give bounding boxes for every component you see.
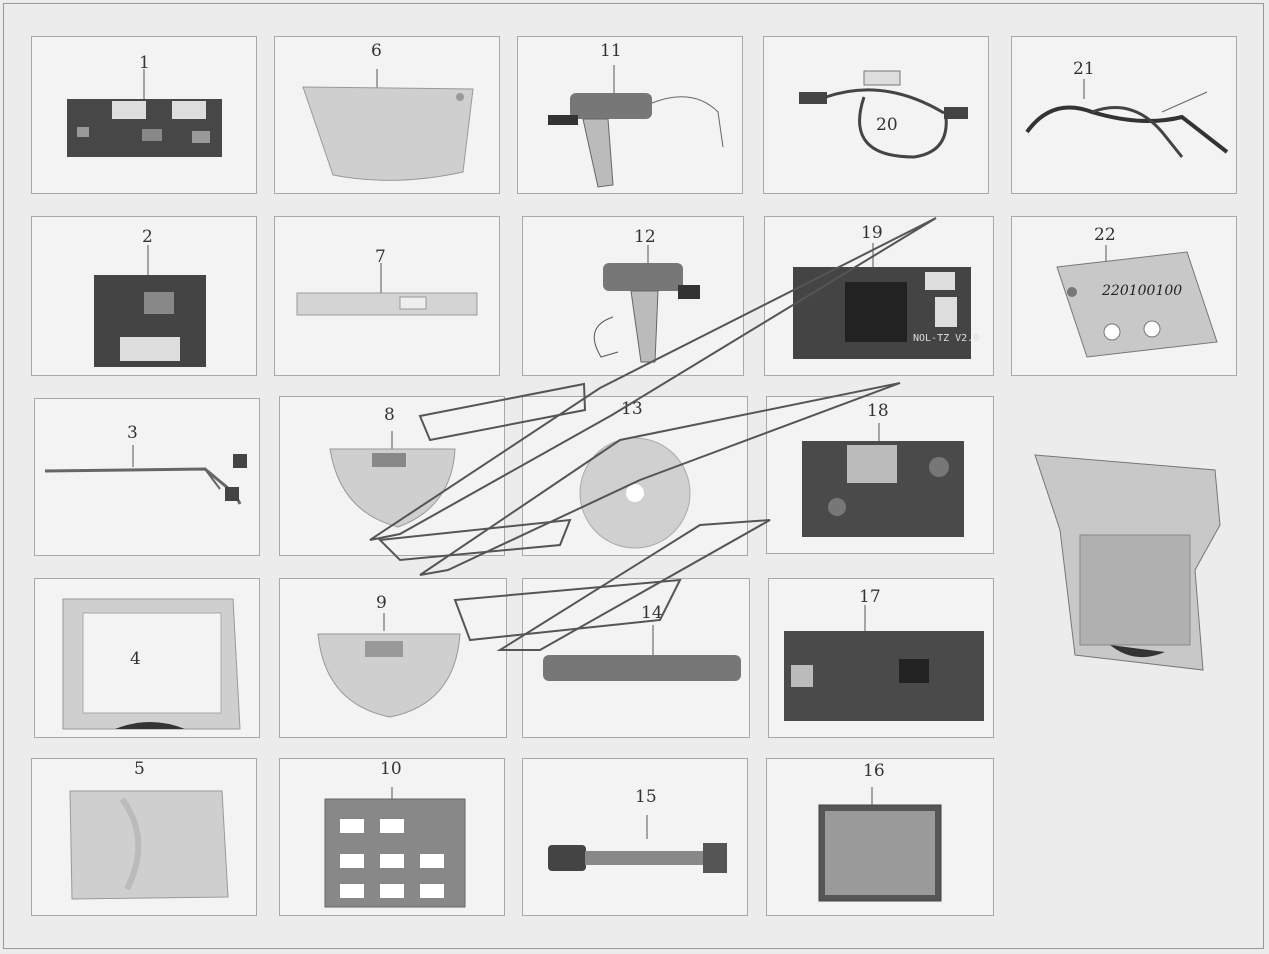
- part-cell-21: 21: [1011, 36, 1237, 194]
- board-marking: NOL-TZ V2.0: [913, 333, 980, 344]
- part-cell-9: 9: [279, 578, 507, 738]
- part-17-main-board: [784, 605, 984, 721]
- part-cell-6: 6: [274, 36, 500, 194]
- part-21-wire-harness: [1025, 79, 1229, 158]
- part-cell-4: 4: [34, 578, 260, 738]
- part-number: 3: [127, 423, 138, 443]
- part-13-disc: [579, 437, 691, 549]
- part-number: 11: [600, 41, 622, 61]
- part-cell-18: 18: [766, 396, 994, 554]
- part-22-mounting-plate: [1056, 245, 1218, 358]
- part-3-cable: [44, 445, 247, 505]
- part-number: 12: [634, 227, 656, 247]
- part-number: 22: [1094, 225, 1116, 245]
- part-number: 21: [1073, 59, 1095, 79]
- part-number: 19: [861, 223, 883, 243]
- part-cell-monitor: [1025, 440, 1240, 695]
- part-cell-1: 1: [31, 36, 257, 194]
- part-9-housing: [317, 613, 461, 718]
- part-cell-19: 19 NOL-TZ V2.0: [764, 216, 994, 376]
- part-15-shaft: [548, 815, 727, 873]
- part-cell-17: 17: [768, 578, 994, 738]
- part-6-cover-panel: [302, 69, 474, 181]
- part-cell-14: 14: [522, 578, 750, 738]
- part-number: 17: [859, 587, 881, 607]
- part-number: 16: [863, 761, 885, 781]
- part-16-lcd-panel: [818, 787, 942, 902]
- part-10-shield-plate: [324, 787, 466, 908]
- part-number: 13: [621, 399, 643, 419]
- part-cell-8: 8: [279, 396, 505, 556]
- assembled-monitor-illustration: [1034, 454, 1221, 671]
- part-cell-16: 16: [766, 758, 994, 916]
- part-number: 9: [376, 593, 387, 613]
- part-cell-11: 11: [517, 36, 743, 194]
- part-number: 2: [142, 227, 153, 247]
- part-cell-10: 10: [279, 758, 505, 916]
- part-cell-7: 7: [274, 216, 500, 376]
- part-number: 7: [375, 247, 386, 267]
- part-1-circuit-board: [67, 69, 222, 157]
- part-cell-20: 20: [763, 36, 989, 194]
- part-cell-5: 5: [31, 758, 257, 916]
- part-2-circuit-board: [94, 245, 206, 367]
- part-number: 4: [130, 649, 141, 669]
- diagram-frame: [3, 3, 1264, 949]
- part-cell-3: 3: [34, 398, 260, 556]
- part-number: 15: [635, 787, 657, 807]
- part-number: 8: [384, 405, 395, 425]
- part-cell-12: 12: [522, 216, 744, 376]
- part-number: 14: [641, 603, 663, 623]
- part-number: 18: [867, 401, 889, 421]
- part-number: 1: [139, 53, 150, 73]
- part-number: 5: [134, 759, 145, 779]
- plate-marking: 220100100: [1102, 283, 1183, 299]
- part-11-motor-assembly: [548, 65, 724, 188]
- part-cell-2: 2: [31, 216, 257, 376]
- part-number: 6: [371, 41, 382, 61]
- part-20-cable: [799, 70, 968, 159]
- part-14-strip-bracket: [543, 625, 741, 681]
- part-cell-15: 15: [522, 758, 748, 916]
- part-cell-13: 13: [522, 396, 748, 556]
- part-5-back-cover: [69, 790, 229, 900]
- part-7-bracket: [296, 263, 478, 316]
- part-cell-22: 22 220100100: [1011, 216, 1237, 376]
- part-4-front-bezel: [62, 598, 241, 730]
- part-number: 10: [380, 759, 402, 779]
- part-number: 20: [876, 115, 898, 135]
